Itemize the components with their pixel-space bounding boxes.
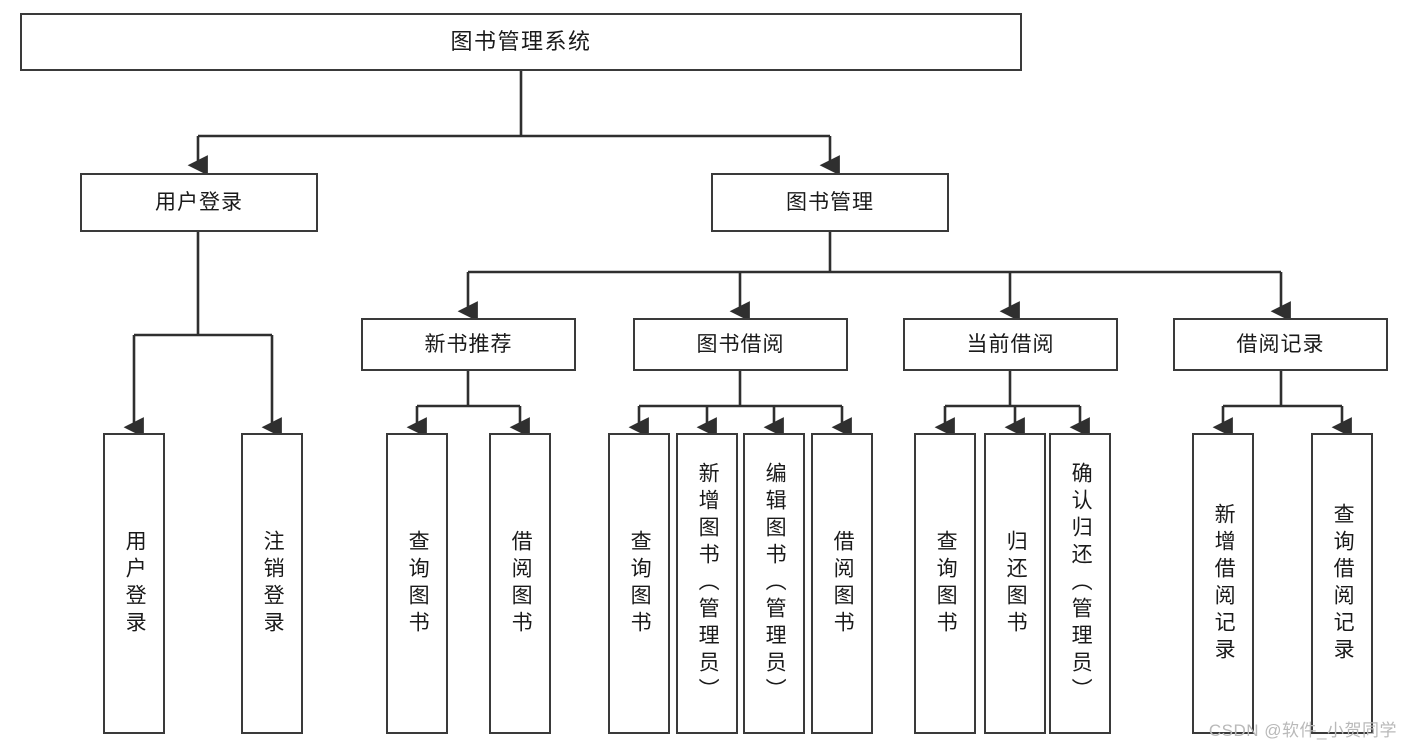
node-label: 查询图书 xyxy=(628,529,652,638)
node-label: 编辑图书（管理员） xyxy=(763,462,787,705)
leaf-query-book-current[interactable]: 查询图书 xyxy=(914,433,976,734)
node-label: 查询图书 xyxy=(934,529,958,638)
node-label: 图书借阅 xyxy=(696,332,785,356)
leaf-add-borrow-record[interactable]: 新增借阅记录 xyxy=(1192,433,1254,734)
leaf-return-book[interactable]: 归还图书 xyxy=(984,433,1046,734)
leaf-borrow-book-borrow[interactable]: 借阅图书 xyxy=(811,433,873,734)
node-label: 图书管理系统 xyxy=(450,28,592,54)
node-user-login[interactable]: 用户登录 xyxy=(80,173,318,232)
node-root-book-management-system[interactable]: 图书管理系统 xyxy=(20,13,1022,71)
node-book-borrow[interactable]: 图书借阅 xyxy=(633,318,848,371)
node-label: 注销登录 xyxy=(261,529,285,638)
leaf-borrow-book-recommend[interactable]: 借阅图书 xyxy=(489,433,551,734)
node-label: 用户登录 xyxy=(123,529,147,638)
node-label: 归还图书 xyxy=(1004,529,1028,638)
node-label: 查询借阅记录 xyxy=(1331,502,1355,665)
node-label: 查询图书 xyxy=(406,529,430,638)
leaf-user-login[interactable]: 用户登录 xyxy=(103,433,165,734)
leaf-add-book-admin[interactable]: 新增图书（管理员） xyxy=(676,433,738,734)
node-label: 借阅图书 xyxy=(831,529,855,638)
node-borrow-record[interactable]: 借阅记录 xyxy=(1173,318,1388,371)
node-new-book-recommend[interactable]: 新书推荐 xyxy=(361,318,576,371)
node-label: 借阅图书 xyxy=(509,529,533,638)
csdn-watermark: CSDN @软件_小贺同学 xyxy=(1208,721,1397,740)
node-label: 新增图书（管理员） xyxy=(696,462,720,705)
node-label: 新书推荐 xyxy=(424,332,513,356)
leaf-query-borrow-record[interactable]: 查询借阅记录 xyxy=(1311,433,1373,734)
node-label: 新增借阅记录 xyxy=(1212,502,1236,665)
node-label: 当前借阅 xyxy=(966,332,1055,356)
leaf-logout-login[interactable]: 注销登录 xyxy=(241,433,303,734)
node-current-borrow[interactable]: 当前借阅 xyxy=(903,318,1118,371)
leaf-query-book-borrow[interactable]: 查询图书 xyxy=(608,433,670,734)
node-label: 图书管理 xyxy=(786,190,874,214)
leaf-edit-book-admin[interactable]: 编辑图书（管理员） xyxy=(743,433,805,734)
node-label: 借阅记录 xyxy=(1236,332,1325,356)
node-book-management[interactable]: 图书管理 xyxy=(711,173,949,232)
node-label: 确认归还（管理员） xyxy=(1069,462,1093,705)
leaf-confirm-return-admin[interactable]: 确认归还（管理员） xyxy=(1049,433,1111,734)
leaf-query-book-recommend[interactable]: 查询图书 xyxy=(386,433,448,734)
node-label: 用户登录 xyxy=(155,190,243,214)
